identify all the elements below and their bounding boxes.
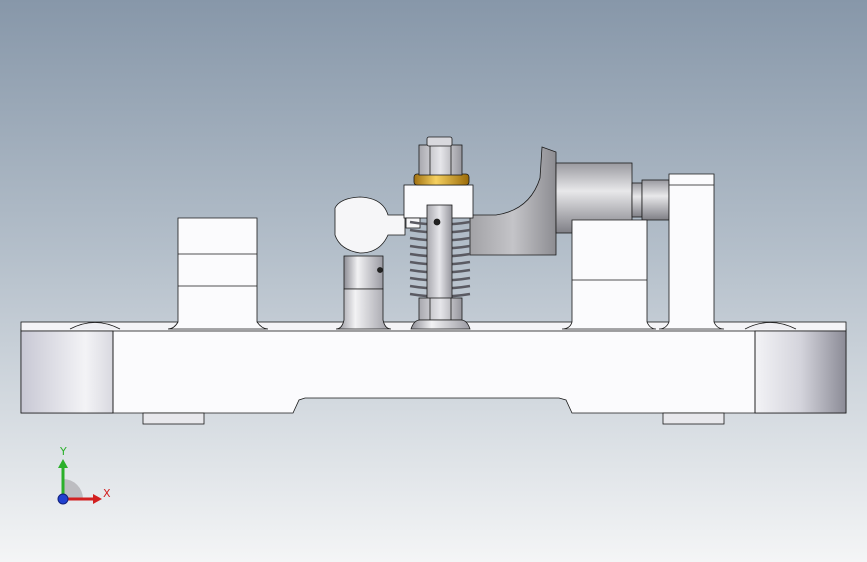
plunger-rod [426,204,453,301]
base-plate-left-end [20,330,114,414]
coordinate-triad: Y X [57,445,111,505]
spring-plunger-assembly[interactable] [403,136,474,330]
triad-y-label: Y [59,445,67,458]
triad-x-label: X [103,487,111,500]
base-plate-right-end [754,330,847,414]
hex-nut-bottom [418,297,463,321]
base-foot-right [662,412,725,425]
cad-fixture-assembly[interactable] [20,136,847,425]
clamp-arm[interactable] [334,146,557,256]
base-foot-left [142,412,205,425]
triad-plane-quadrant [63,479,83,499]
locating-pin-post[interactable] [335,255,392,330]
right-upright-plate[interactable] [658,173,725,330]
right-support-block[interactable] [561,219,657,330]
left-support-block[interactable] [167,217,269,330]
triad-z-axis [57,493,69,505]
hex-nut-top [418,144,463,176]
brass-washer [413,173,470,186]
